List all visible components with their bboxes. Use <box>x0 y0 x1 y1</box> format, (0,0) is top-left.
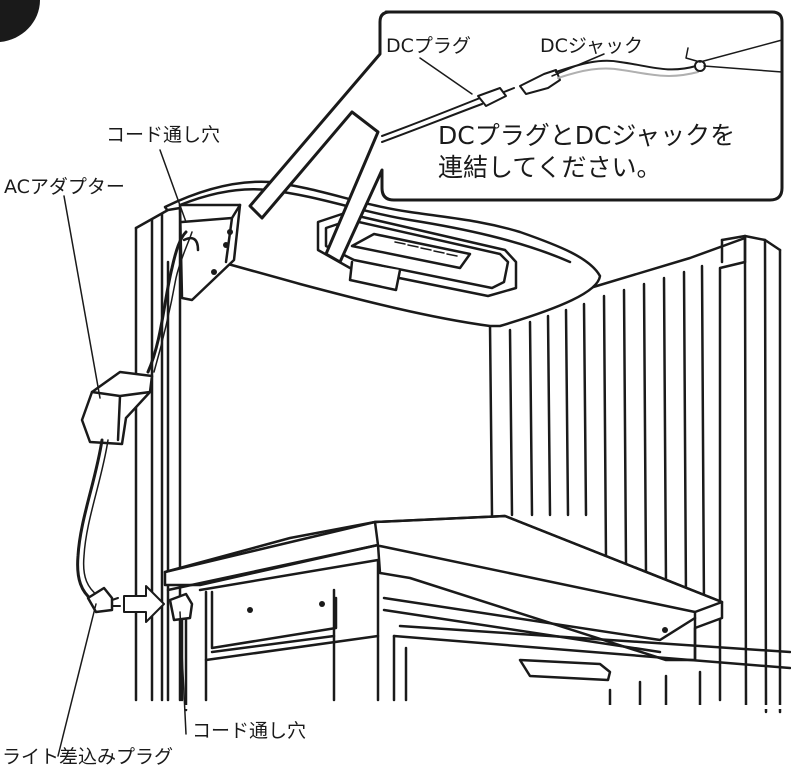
left-side-panel <box>134 203 242 702</box>
dc-jack <box>519 69 561 95</box>
dc-plug <box>477 87 507 107</box>
light-bar-vents <box>394 241 458 257</box>
insert-arrow <box>123 585 165 623</box>
cord-hole-top-label: コード通し穴 <box>106 124 221 146</box>
ac-adapter-label: ACアダプター <box>4 176 125 198</box>
dc-jack-label: DCジャック <box>540 35 643 57</box>
middle-shelf <box>163 514 791 712</box>
cord-hole-bottom-label: コード通し穴 <box>192 720 307 742</box>
step-badge <box>0 0 40 42</box>
ac-adapter-body <box>80 370 154 446</box>
light-plug-label: ライト差込みプラグ <box>2 746 174 768</box>
ac-adapter-cord <box>76 230 193 614</box>
callout-line-1: DCプラグとDCジャックを <box>438 121 736 150</box>
label-leaders <box>57 149 187 757</box>
light-plug <box>86 586 114 614</box>
right-side-panel <box>488 234 782 714</box>
callout-line-2: 連結してください。 <box>438 152 662 182</box>
callout-text: DCプラグとDCジャックを 連結してください。 <box>438 120 778 183</box>
dc-plug-label: DCプラグ <box>386 35 471 57</box>
callout-bubble <box>248 10 784 264</box>
